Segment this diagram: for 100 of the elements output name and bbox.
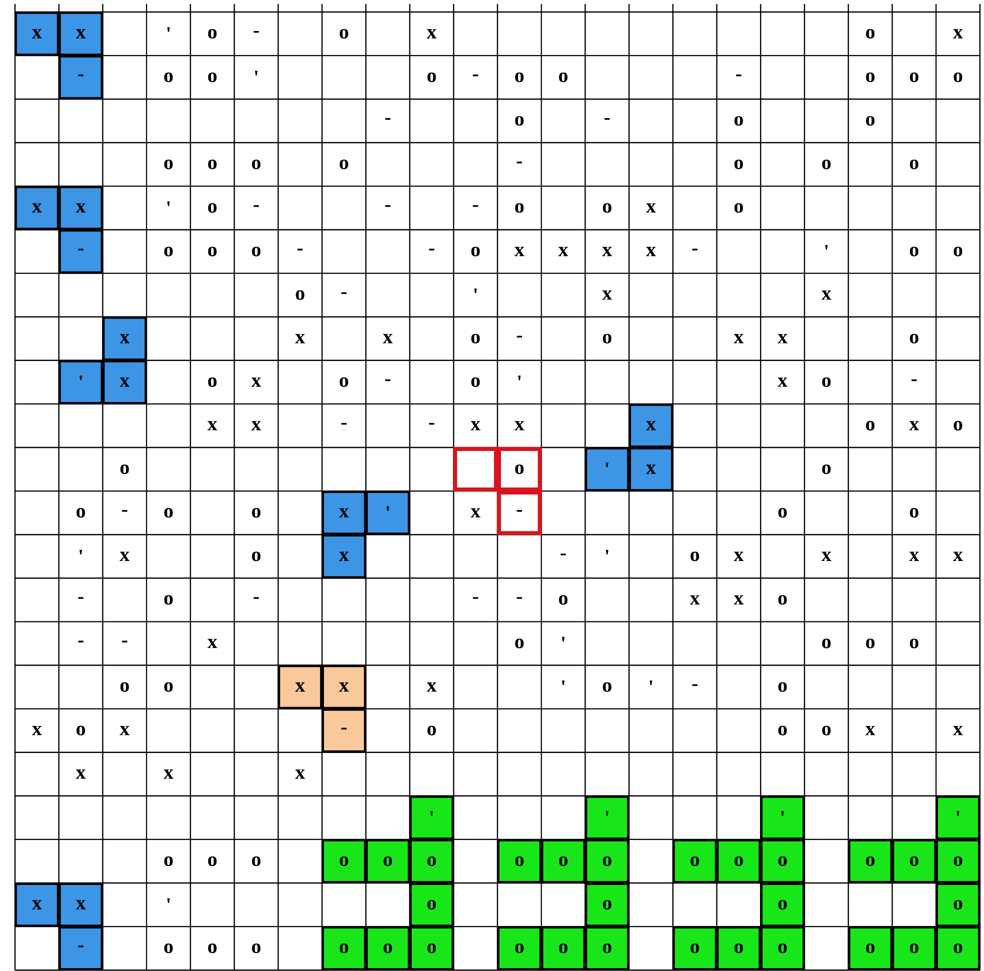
symbol: - (692, 248, 698, 250)
symbol: o (164, 72, 173, 82)
symbol: ' (518, 376, 521, 380)
shaded-cell: x (322, 534, 366, 579)
shaded-cell: o (584, 839, 630, 884)
symbol: x (909, 552, 920, 561)
symbol: x (909, 421, 920, 430)
shaded-cell: o (365, 839, 410, 884)
symbol: o (164, 856, 173, 866)
symbol: o (778, 726, 787, 736)
symbol: o (778, 682, 787, 692)
symbol: o (866, 638, 875, 648)
symbol: o (471, 334, 480, 344)
symbol: o (822, 638, 831, 648)
symbol: o (866, 116, 875, 126)
shaded-cell: ' (584, 795, 630, 840)
symbol: o (602, 334, 612, 344)
outlined-cell: - (496, 490, 542, 536)
symbol: o (208, 944, 217, 954)
symbol: o (778, 508, 787, 518)
symbol: o (252, 856, 260, 866)
symbol: o (515, 203, 524, 213)
symbol: o (778, 595, 787, 605)
shaded-cell: x (14, 882, 60, 927)
symbol: x (470, 421, 480, 430)
symbol: o (76, 726, 86, 736)
symbol: o (208, 160, 217, 170)
shaded-cell: o (936, 839, 980, 884)
symbol: x (295, 770, 305, 779)
shaded-cell: x (58, 186, 104, 230)
symbol: - (254, 205, 259, 207)
symbol: o (427, 72, 436, 82)
symbol: x (734, 334, 744, 344)
symbol: o (866, 420, 875, 431)
shaded-cell: o (760, 839, 805, 884)
symbol: x (207, 421, 218, 430)
symbol: x (76, 770, 86, 779)
symbol: x (646, 246, 656, 256)
symbol: o (954, 72, 962, 82)
symbol: - (736, 74, 742, 76)
symbol: o (734, 116, 743, 126)
shaded-cell: o (892, 839, 937, 884)
symbol: o (340, 160, 348, 170)
symbol: o (515, 72, 524, 82)
symbol: x (251, 378, 262, 387)
symbol: - (516, 336, 522, 338)
symbol: x (646, 203, 656, 213)
symbol: - (516, 162, 522, 164)
shaded-cell: o (760, 882, 805, 927)
symbol: x (953, 552, 963, 561)
outlined-cell (453, 447, 498, 492)
shaded-cell: ' (584, 447, 630, 492)
symbol: - (472, 74, 478, 76)
symbol: ' (650, 680, 652, 686)
symbol: o (910, 638, 918, 648)
symbol: o (208, 72, 217, 82)
symbol: o (208, 28, 217, 39)
shaded-cell: x (322, 490, 366, 536)
symbol: o (340, 28, 348, 39)
shaded-cell: o (584, 926, 630, 971)
symbol: o (910, 334, 918, 344)
symbol: ' (167, 898, 170, 903)
symbol: x (734, 595, 744, 604)
shaded-cell: o (936, 882, 980, 927)
shaded-cell: o (540, 926, 586, 971)
symbol: o (734, 160, 743, 170)
symbol: - (692, 684, 698, 686)
symbol: ' (474, 288, 477, 294)
symbol: o (340, 377, 348, 387)
symbol: o (252, 944, 260, 954)
shaded-cell: x (102, 316, 148, 361)
symbol: ' (167, 201, 170, 206)
symbol: x (207, 638, 218, 648)
symbol: o (866, 72, 875, 82)
shaded-cell: o (760, 926, 805, 971)
symbol: ' (606, 550, 608, 555)
symbol: x (32, 726, 42, 736)
symbol: - (429, 422, 434, 425)
shaded-cell: - (58, 229, 104, 274)
shaded-cell: o (584, 882, 630, 927)
symbol: o (164, 508, 173, 518)
symbol: x (120, 552, 130, 561)
symbol: - (516, 597, 522, 599)
symbol: x (426, 29, 437, 38)
shaded-cell: x (628, 404, 674, 448)
symbol: o (954, 420, 962, 431)
symbol: x (822, 552, 832, 561)
symbol: x (164, 770, 174, 779)
shaded-cell: o (409, 839, 454, 884)
symbol: x (382, 334, 393, 344)
symbol: x (602, 246, 612, 256)
shaded-cell: x (628, 447, 674, 492)
symbol: o (76, 508, 86, 518)
symbol: ' (562, 636, 565, 642)
symbol: x (865, 726, 876, 736)
symbol: o (296, 290, 304, 300)
symbol: - (429, 248, 434, 250)
symbol: o (954, 246, 962, 256)
shaded-cell: o (409, 882, 454, 927)
symbol: o (866, 28, 875, 39)
